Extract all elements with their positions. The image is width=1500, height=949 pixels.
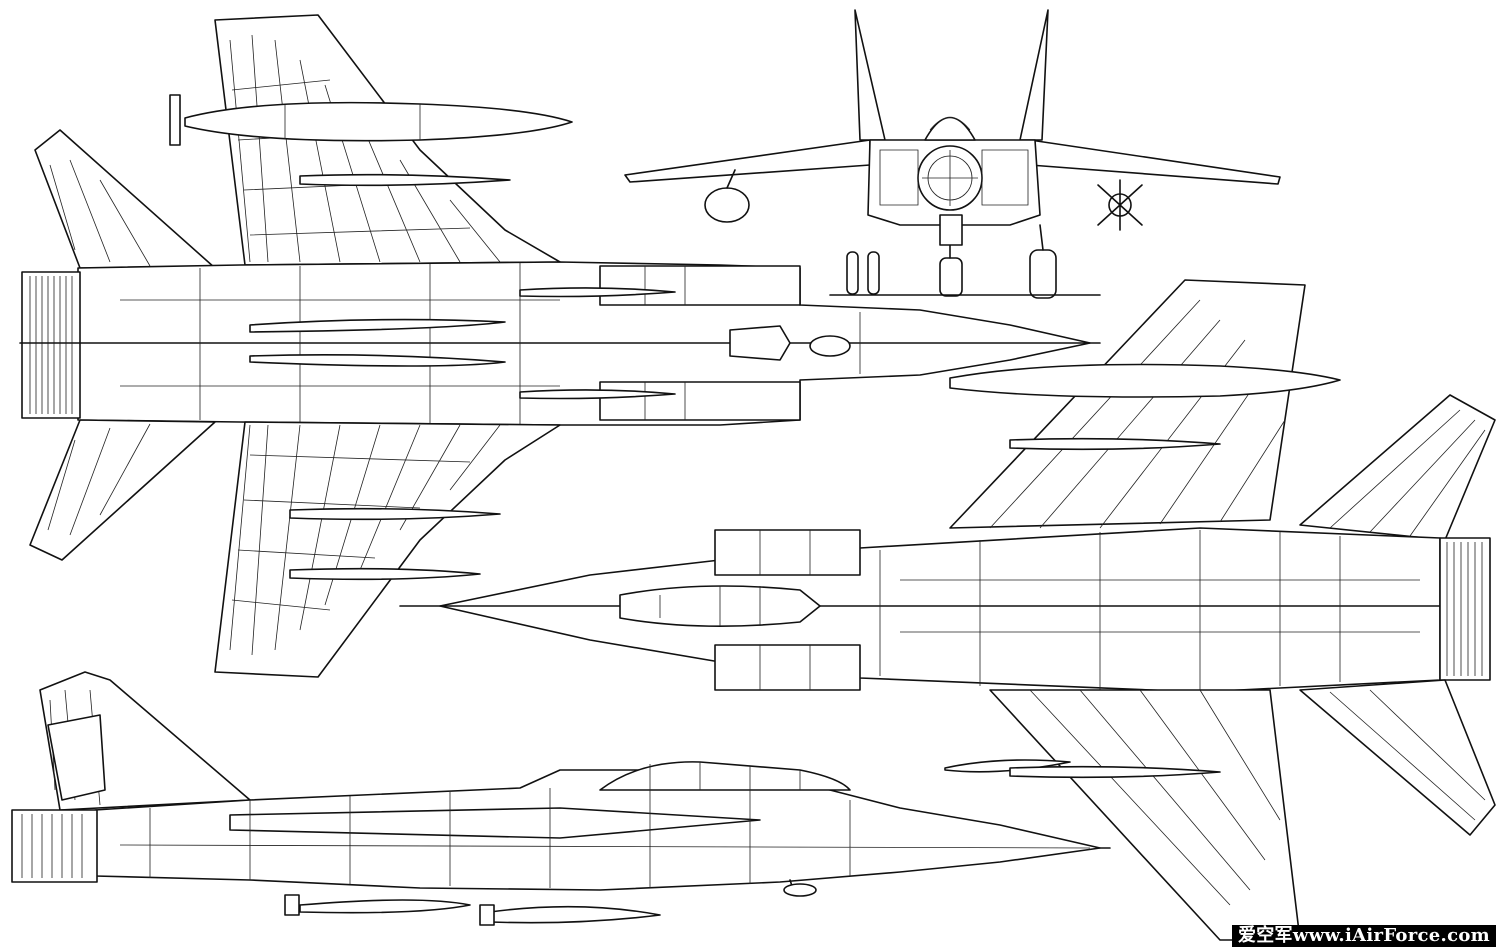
top-view	[19, 14, 1101, 678]
front-view-right-wing	[1029, 139, 1281, 185]
bottom-view-upper-wing	[949, 279, 1306, 529]
side-view	[11, 671, 1111, 926]
bottom-view-fuselage	[439, 527, 1441, 693]
top-view-lower-stabilizer	[29, 419, 216, 561]
top-view-exhaust	[21, 271, 81, 419]
side-view-exhaust	[11, 809, 98, 883]
bottom-view-lower-wing	[989, 689, 1301, 941]
bottom-view-exhaust	[1439, 537, 1491, 681]
bottom-view-lower-stabilizer	[1299, 679, 1496, 836]
top-view-lower-wing	[214, 421, 561, 678]
top-view-upper-stabilizer	[34, 129, 216, 269]
front-view	[624, 9, 1281, 299]
bottom-view	[399, 279, 1496, 941]
watermark-logo-text: 爱空军www.iAirForce.com	[1231, 925, 1496, 947]
bottom-view-upper-stabilizer	[1299, 394, 1496, 541]
top-view-drop-tank	[184, 101, 573, 142]
front-view-left-wing	[624, 139, 871, 183]
front-view-nose-gear	[939, 257, 963, 297]
side-view-canopy	[599, 761, 851, 791]
